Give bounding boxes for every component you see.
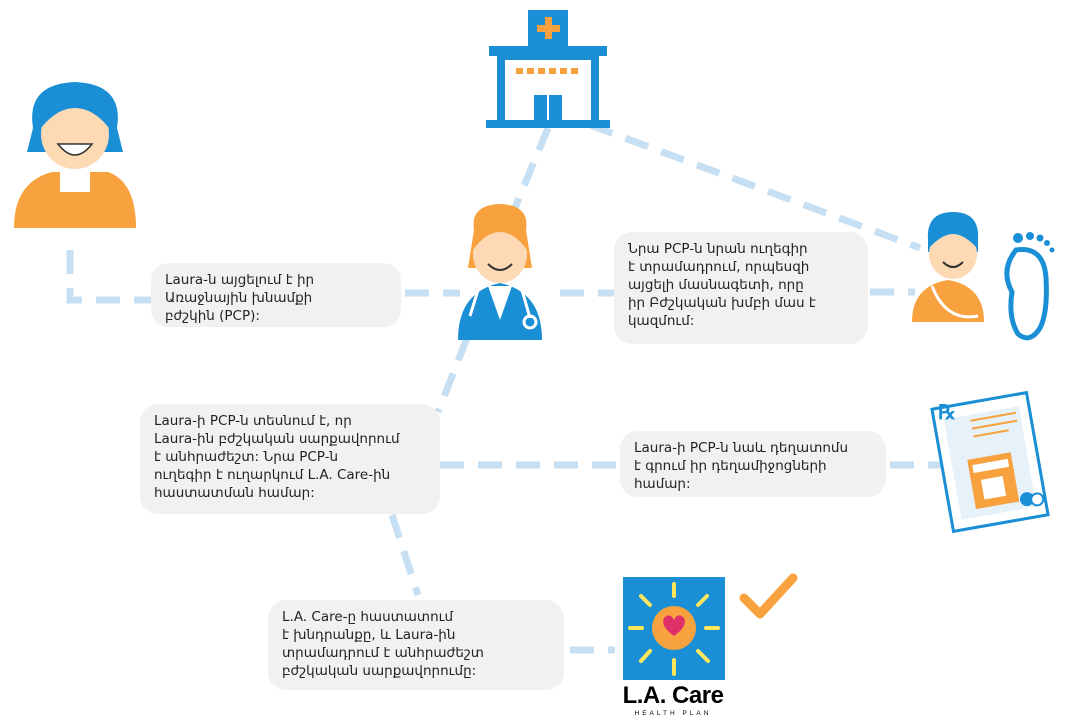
step-approval: L.A. Care-ը հաստատում է խնդրանքը, և Laur…: [268, 600, 564, 690]
checkmark-icon: [739, 573, 798, 619]
prescription-icon: [930, 390, 1050, 534]
step-prescription: Laura-ի PCP-ն նաև դեղատոմս է գրում իր դե…: [620, 431, 886, 497]
connector-hospital-specialist: [588, 121, 922, 252]
la-care-logo: [623, 577, 725, 680]
connector-doctor-bubble3: [434, 336, 471, 414]
step-specialist-referral: Նրա PCP-ն նրան ուղեգիր է տրամադրում, որպ…: [614, 232, 868, 344]
connector-hospital-doctor: [508, 126, 552, 217]
connector-patient-bubble: [66, 250, 160, 304]
connector-lines: [66, 121, 945, 654]
specialist-icon: [912, 212, 1055, 341]
step-needs-care: Laura-ի PCP-ն տեսնում է, որ Laura-ին բժշ…: [140, 404, 440, 514]
patient-icon: [14, 82, 136, 228]
connector-bubble3-bubble5: [388, 513, 422, 597]
la-care-logo-name: L.A. Care: [622, 682, 724, 709]
la-care-logo-tagline: HEALTH PLAN: [634, 710, 712, 717]
hospital-icon: [486, 10, 610, 128]
step-visit-pcp: Laura-ն այցելում է իր Առաջնային խնամքի բ…: [151, 263, 401, 327]
doctor-icon: [458, 204, 542, 340]
rx-symbol-icon: ℞: [938, 400, 956, 424]
